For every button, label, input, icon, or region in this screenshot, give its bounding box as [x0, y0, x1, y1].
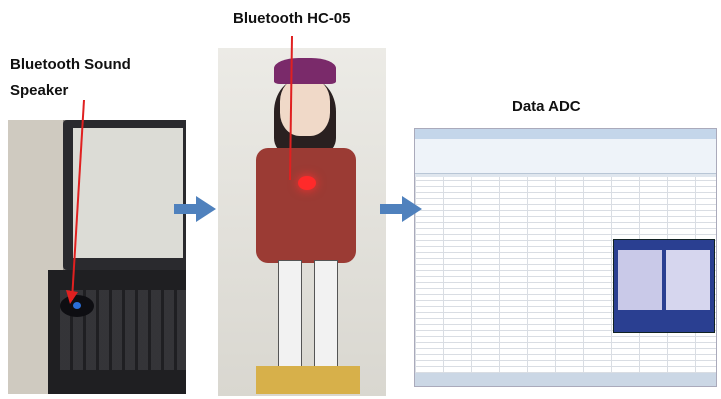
data-adc-label: Data ADC [512, 98, 581, 115]
speaker-label-line1: Bluetooth Sound [10, 56, 131, 73]
bluetooth-hc05-label: Bluetooth HC-05 [233, 10, 351, 27]
speaker-label-line2: Speaker [10, 82, 69, 99]
plx-daq-dialog-image [613, 239, 715, 333]
arrow-robot-to-data [380, 196, 422, 222]
arrow-speaker-to-robot [174, 196, 216, 222]
hc05-module-led [298, 176, 316, 190]
bluetooth-speaker-image [60, 295, 94, 317]
robot-photo [218, 48, 386, 396]
laptop-speaker-photo [8, 120, 186, 394]
excel-data-screenshot [414, 128, 717, 387]
